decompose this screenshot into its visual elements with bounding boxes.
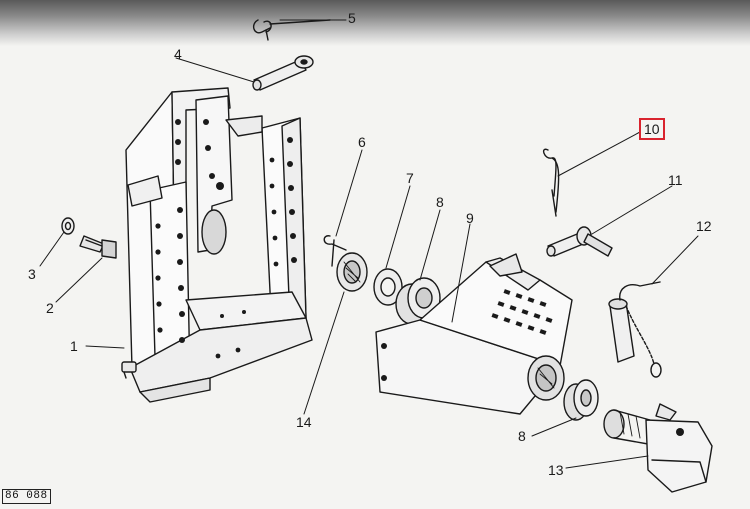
part-13-clevis[interactable] — [603, 403, 713, 493]
callout-2[interactable]: 2 — [46, 300, 54, 316]
callout-1[interactable]: 1 — [70, 338, 78, 354]
callout-8-upper[interactable]: 8 — [436, 194, 444, 210]
callout-10-highlighted[interactable]: 10 — [639, 118, 665, 140]
part-4-pin[interactable] — [252, 55, 314, 91]
leader-lines — [39, 19, 699, 469]
part-3-washer[interactable] — [61, 217, 75, 235]
part-10-r-clip[interactable] — [542, 148, 560, 217]
callout-7[interactable]: 7 — [406, 170, 414, 186]
part-1-bracket-frame[interactable] — [121, 87, 313, 403]
callout-8-lower[interactable]: 8 — [518, 428, 526, 444]
part-11-pin[interactable] — [546, 226, 613, 257]
callout-5[interactable]: 5 — [348, 10, 356, 26]
part-8-washer-lower[interactable] — [563, 379, 599, 421]
scan-shadow — [0, 0, 750, 46]
part-9-hitch-housing[interactable] — [375, 253, 573, 415]
callout-3[interactable]: 3 — [28, 266, 36, 282]
callout-13[interactable]: 13 — [548, 462, 564, 478]
callout-12[interactable]: 12 — [696, 218, 712, 234]
part-2-bolt[interactable] — [79, 235, 117, 259]
part-5-clip-pin[interactable] — [252, 19, 331, 41]
figure-code: 86 088 — [2, 489, 51, 504]
callout-6[interactable]: 6 — [358, 134, 366, 150]
callout-11[interactable]: 11 — [668, 172, 683, 188]
part-14-nut[interactable] — [336, 252, 368, 292]
callout-9[interactable]: 9 — [466, 210, 474, 226]
callout-4[interactable]: 4 — [174, 46, 182, 62]
part-6-spring-clip[interactable] — [323, 235, 347, 267]
callout-14[interactable]: 14 — [296, 414, 312, 430]
part-12-coupling-pin[interactable] — [608, 281, 662, 378]
part-7-washer[interactable] — [373, 268, 403, 306]
